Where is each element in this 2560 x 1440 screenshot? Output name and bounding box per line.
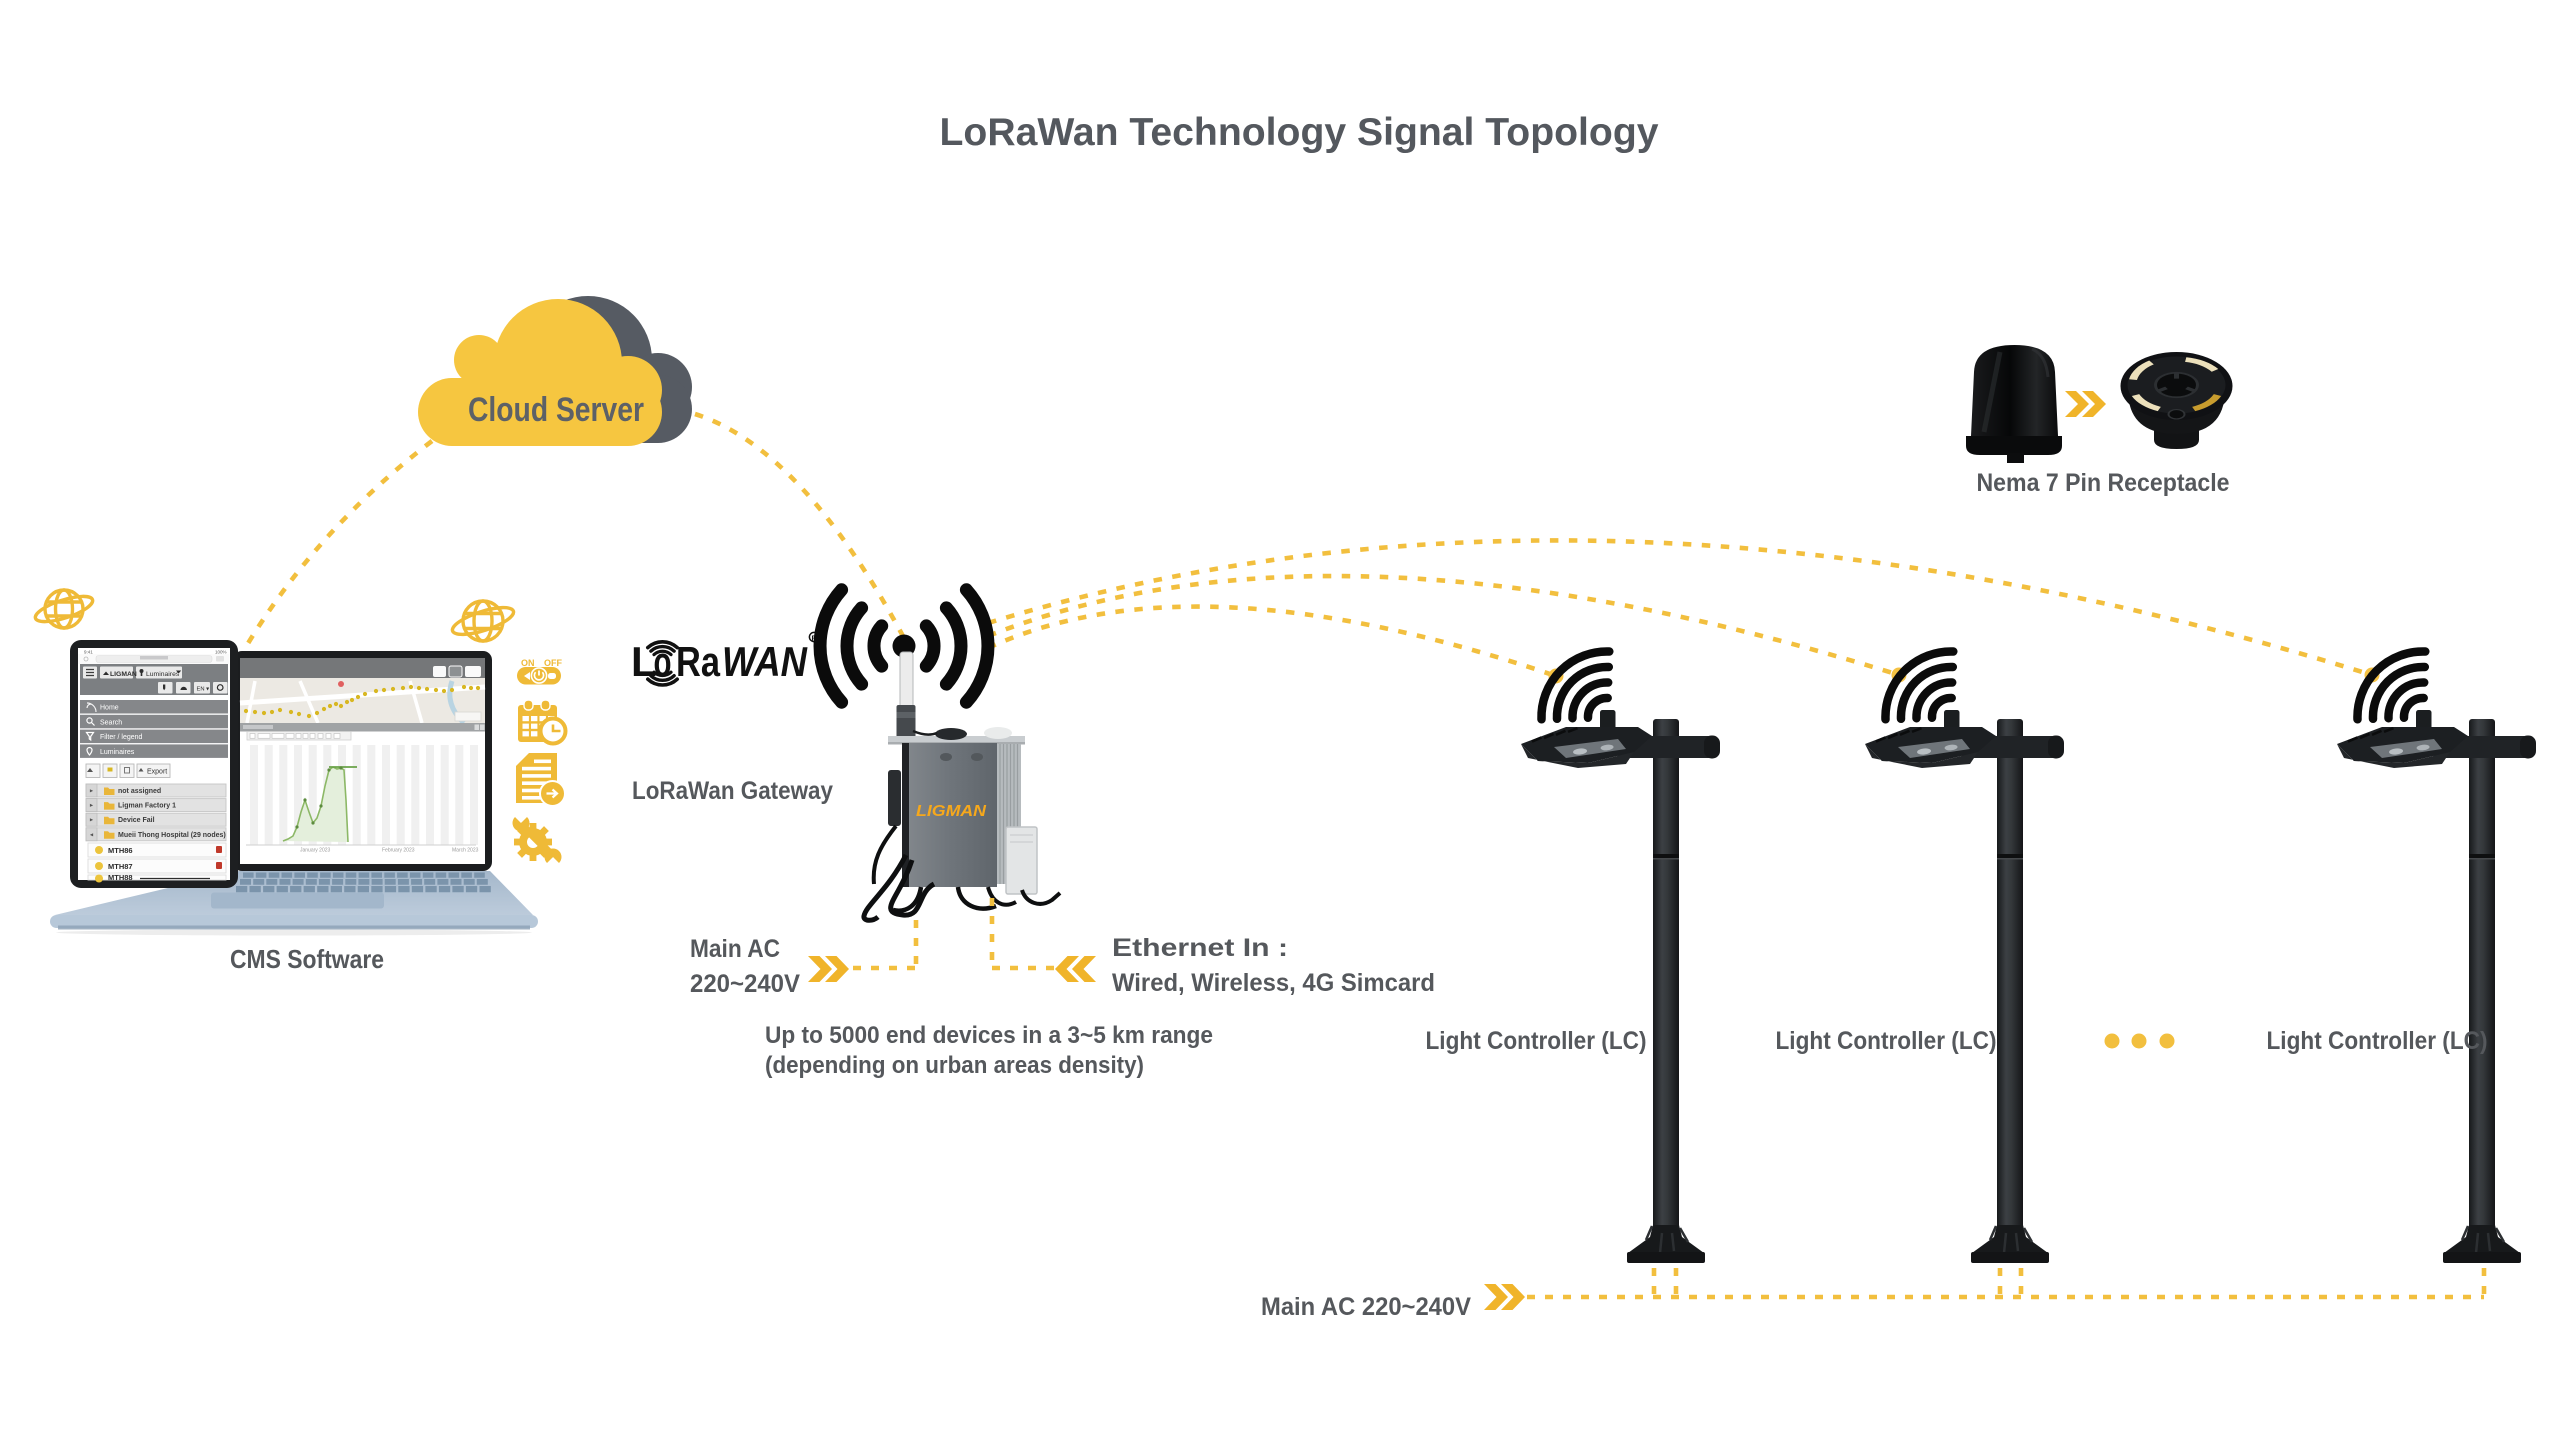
svg-text:Luminaires: Luminaires bbox=[146, 671, 180, 678]
svg-text:Main AC 220~240V: Main AC 220~240V bbox=[1261, 1293, 1471, 1321]
svg-text:MTH88: MTH88 bbox=[108, 873, 133, 882]
svg-text:Filter / legend: Filter / legend bbox=[100, 734, 143, 741]
svg-text:220~240V: 220~240V bbox=[690, 970, 800, 998]
svg-text:100%: 100% bbox=[215, 650, 227, 655]
svg-text:Ra: Ra bbox=[676, 638, 721, 685]
svg-text:Wired, Wireless, 4G Simcard: Wired, Wireless, 4G Simcard bbox=[1112, 969, 1435, 997]
svg-text:LIGMAN: LIGMAN bbox=[110, 671, 137, 678]
svg-text:March 2023: March 2023 bbox=[452, 848, 479, 854]
svg-text:MTH86: MTH86 bbox=[108, 846, 133, 855]
svg-text:▸: ▸ bbox=[90, 817, 94, 824]
svg-text:Main AC: Main AC bbox=[690, 935, 780, 963]
svg-text:Mueii Thong Hospital (29 nodes: Mueii Thong Hospital (29 nodes) bbox=[118, 832, 226, 839]
svg-text:▸: ▸ bbox=[90, 802, 94, 809]
svg-text:9:41: 9:41 bbox=[84, 650, 93, 655]
svg-text:WAN: WAN bbox=[722, 638, 808, 685]
svg-text:◂: ◂ bbox=[90, 831, 94, 838]
svg-text:January 2023: January 2023 bbox=[300, 848, 331, 854]
svg-text:Ethernet In :: Ethernet In : bbox=[1112, 934, 1288, 962]
svg-text:ON: ON bbox=[521, 658, 535, 668]
svg-text:Light Controller (LC): Light Controller (LC) bbox=[2267, 1027, 2488, 1055]
svg-text:Export: Export bbox=[147, 769, 167, 776]
svg-text:February 2023: February 2023 bbox=[382, 848, 415, 854]
svg-text:Up to 5000 end devices in a 3~: Up to 5000 end devices in a 3~5 km range bbox=[765, 1022, 1213, 1049]
svg-text:MTH87: MTH87 bbox=[108, 862, 133, 871]
svg-text:Light Controller (LC): Light Controller (LC) bbox=[1426, 1027, 1647, 1055]
svg-text:Device Fail: Device Fail bbox=[118, 817, 155, 824]
svg-text:Search: Search bbox=[100, 719, 122, 726]
svg-text:Luminaires: Luminaires bbox=[100, 749, 135, 756]
svg-text:Ligman Factory 1: Ligman Factory 1 bbox=[118, 803, 176, 810]
svg-text:LoRaWan Gateway: LoRaWan Gateway bbox=[632, 777, 833, 805]
svg-text:Cloud Server: Cloud Server bbox=[468, 391, 644, 429]
svg-text:Nema 7 Pin Receptacle: Nema 7 Pin Receptacle bbox=[1977, 469, 2230, 497]
svg-text:LIGMAN: LIGMAN bbox=[916, 803, 986, 820]
svg-text:CMS Software: CMS Software bbox=[230, 944, 384, 974]
svg-text:Home: Home bbox=[100, 705, 119, 712]
svg-text:Light Controller (LC): Light Controller (LC) bbox=[1776, 1027, 1997, 1055]
svg-text:LoRaWan Technology Signal Topo: LoRaWan Technology Signal Topology bbox=[940, 111, 1659, 154]
svg-text:EN ▾: EN ▾ bbox=[197, 687, 210, 693]
svg-text:not assigned: not assigned bbox=[118, 788, 161, 795]
svg-text:▸: ▸ bbox=[90, 788, 94, 795]
svg-text:OFF: OFF bbox=[544, 658, 562, 668]
svg-text:(depending on urban areas dens: (depending on urban areas density) bbox=[765, 1052, 1144, 1079]
